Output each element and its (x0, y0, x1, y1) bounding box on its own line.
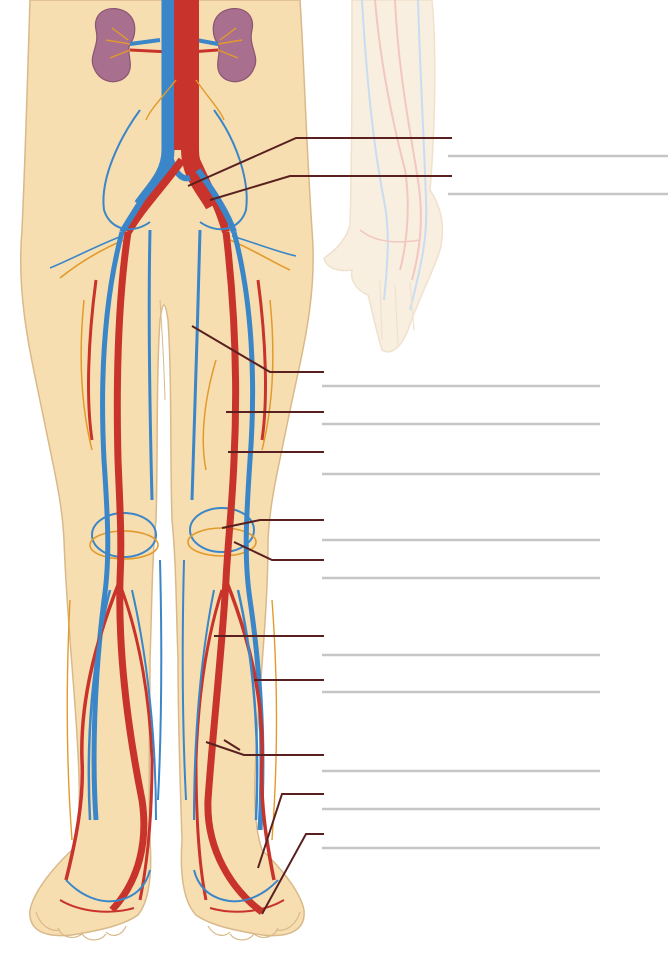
left-kidney (213, 9, 255, 82)
right-kidney (92, 9, 134, 82)
